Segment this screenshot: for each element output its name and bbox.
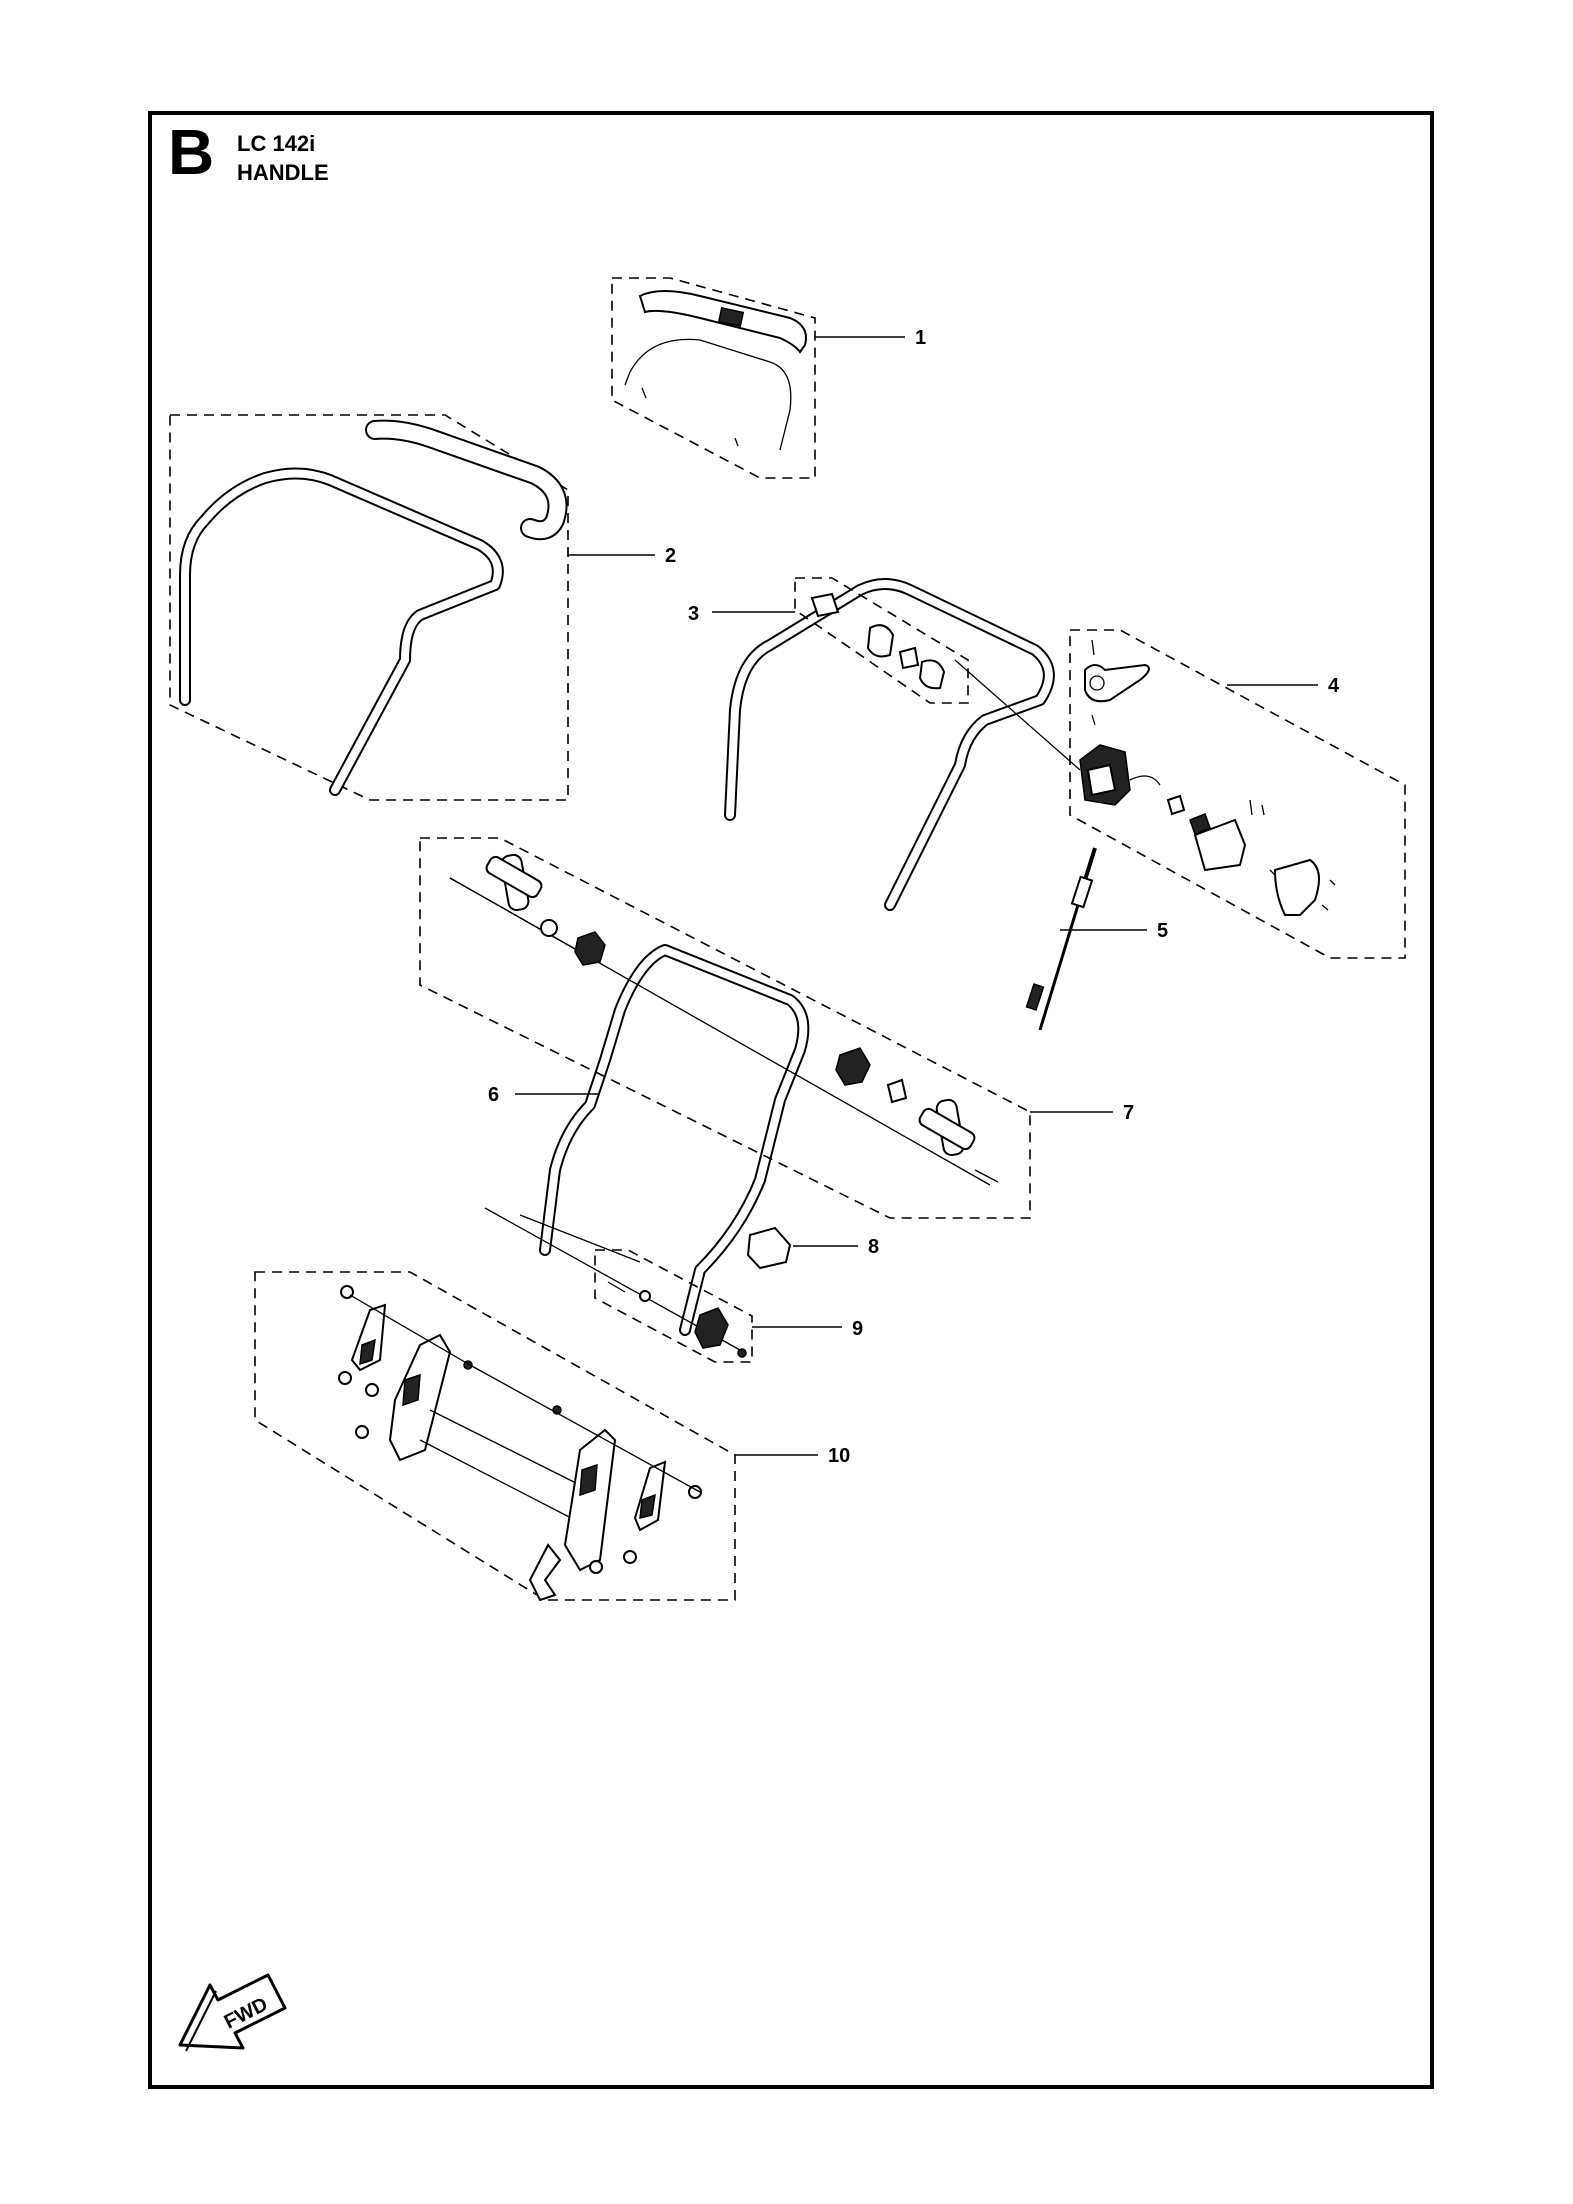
part-4-control-housing[interactable]: 4 [1069, 629, 1406, 959]
callout-3: 3 [688, 603, 699, 625]
part-6-lower-handle[interactable]: 6 [488, 944, 810, 1336]
drawing-frame [148, 111, 1434, 2089]
callout-8: 8 [868, 1236, 879, 1258]
callout-5: 5 [1157, 920, 1168, 942]
part-7-handle-knob-set[interactable]: 7 [419, 837, 1134, 1219]
callout-1: 1 [915, 327, 926, 349]
part-1-upper-grip[interactable]: 1 [611, 277, 926, 479]
model-name: LC 142i [237, 131, 316, 156]
assembly-title: HANDLE [237, 160, 329, 185]
part-8-spacer[interactable]: 8 [746, 1226, 879, 1270]
callout-2: 2 [665, 545, 676, 567]
callout-10: 10 [828, 1445, 850, 1467]
callout-6: 6 [488, 1084, 499, 1106]
callout-4: 4 [1328, 675, 1340, 697]
forward-arrow-icon: FWD [178, 1973, 287, 2052]
part-10-handle-bracket[interactable]: 10 [254, 1271, 850, 1602]
part-5-cable[interactable]: 5 [1025, 847, 1169, 1031]
middle-handle-tube [724, 578, 1081, 911]
part-2-upper-handle[interactable]: 2 [169, 414, 676, 801]
callout-9: 9 [852, 1318, 863, 1340]
section-letter: B [168, 116, 215, 188]
part-9-adjustment-knob[interactable]: 9 [484, 1207, 863, 1363]
part-3-cable-clips[interactable]: 3 [688, 577, 969, 704]
callout-7: 7 [1123, 1102, 1134, 1124]
